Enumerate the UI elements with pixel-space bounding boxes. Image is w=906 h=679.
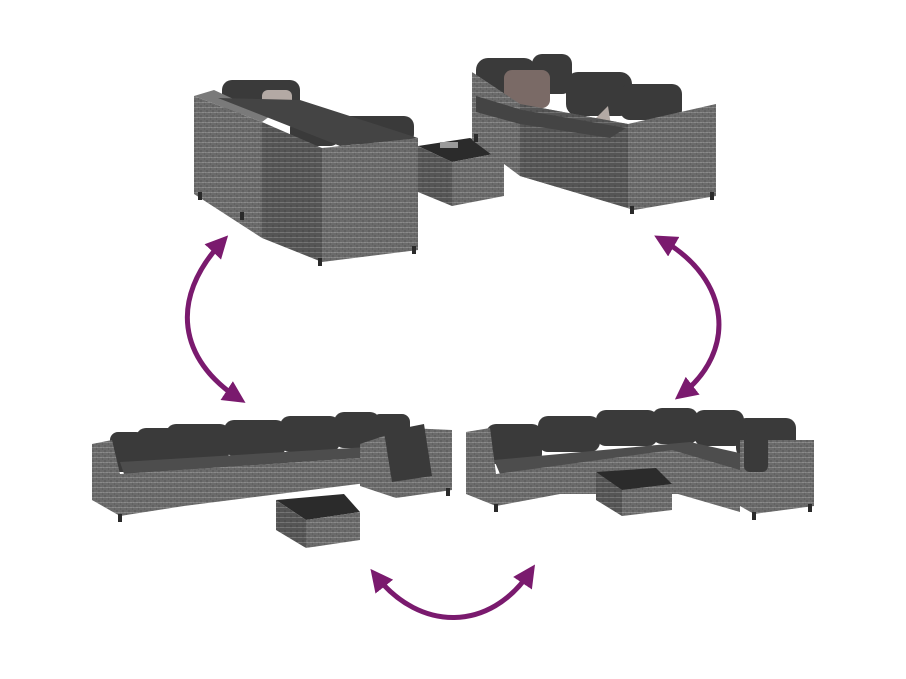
double-arrow-icon [370, 564, 535, 620]
double-arrow-icon [654, 235, 722, 400]
sofa-set-long-row-icon [92, 412, 452, 522]
sofa-set-corner-icon [472, 54, 716, 214]
sofa-set-split-icon [194, 80, 418, 266]
coffee-table-icon [276, 494, 360, 548]
coffee-table-icon [596, 468, 672, 516]
double-arrow-icon [184, 235, 246, 403]
